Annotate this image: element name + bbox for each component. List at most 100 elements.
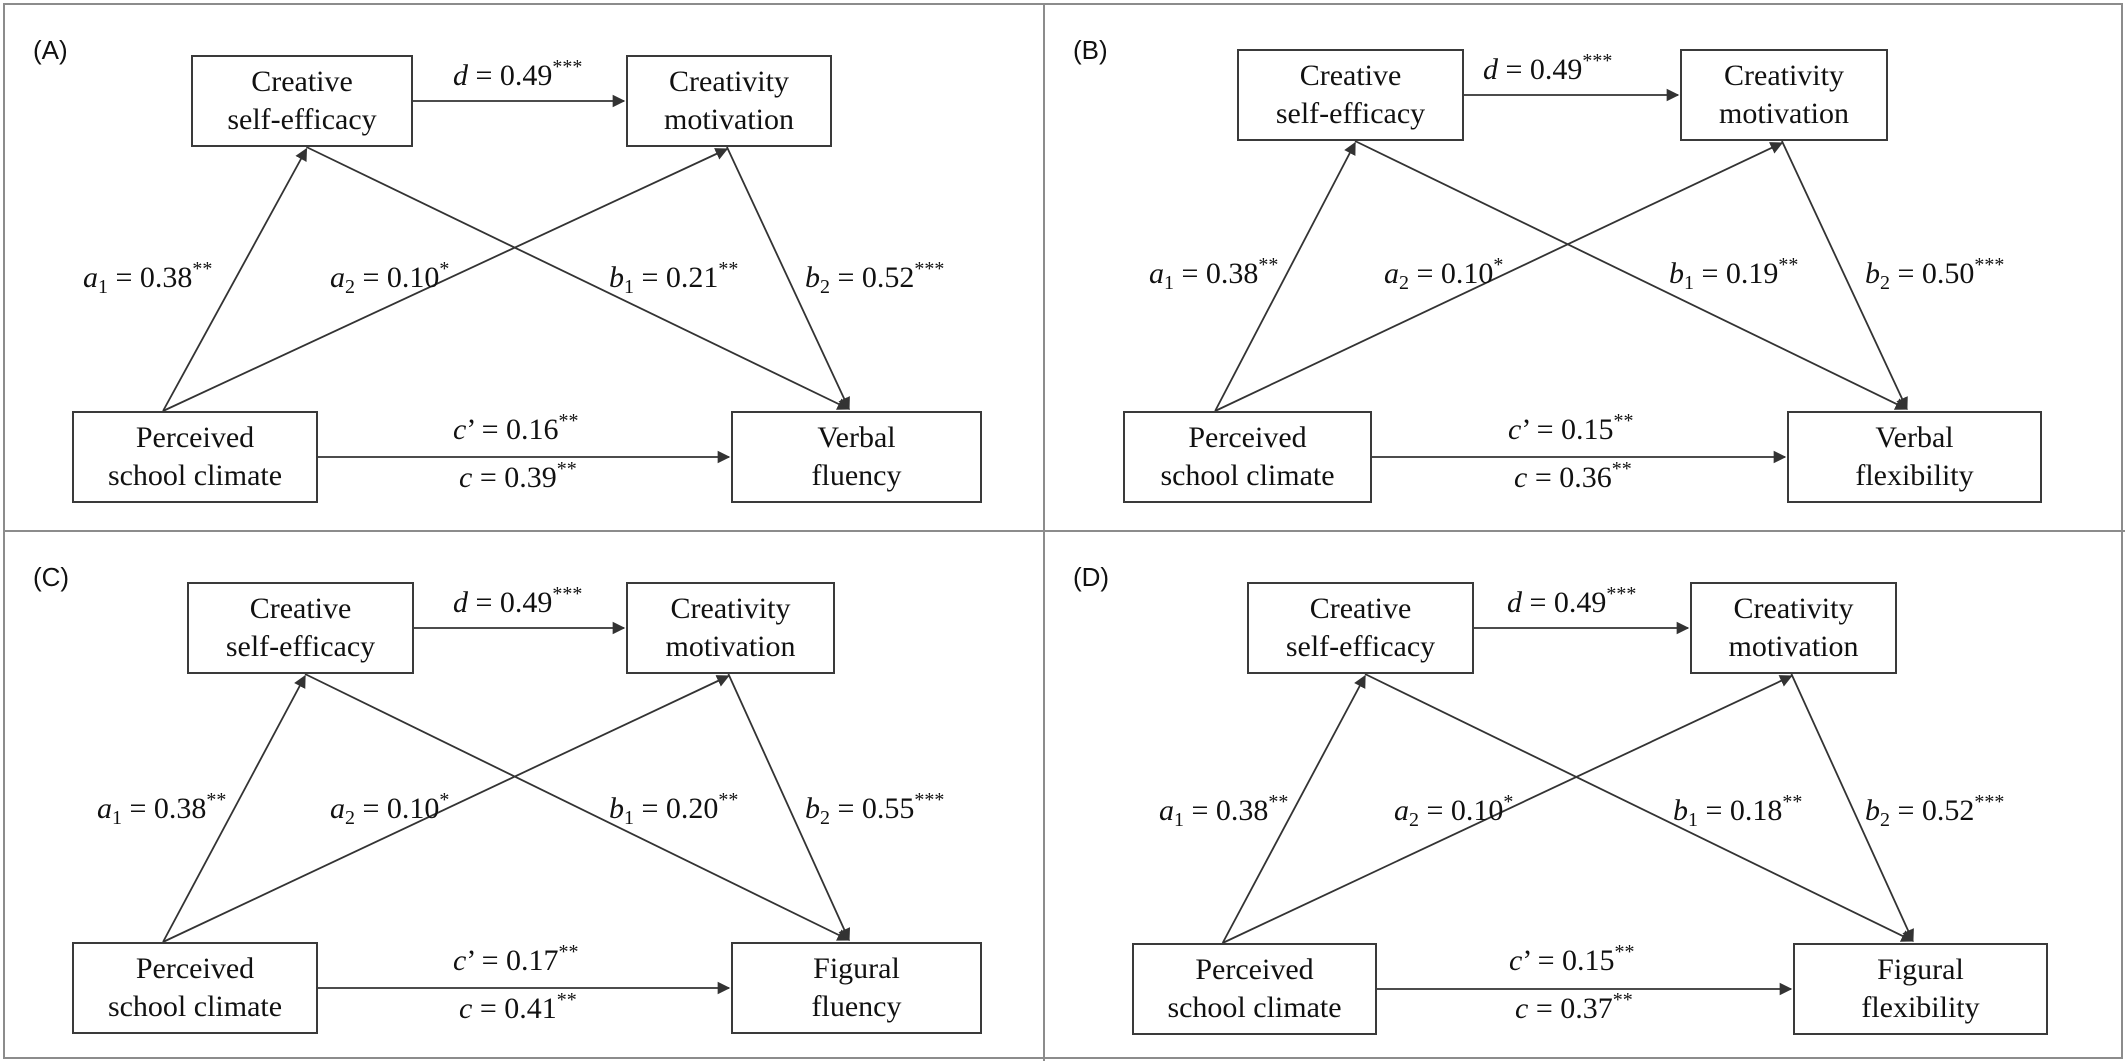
node-label-line: motivation (665, 630, 796, 663)
significance-stars: ** (558, 410, 579, 432)
node-label-line: Perceived (1195, 953, 1314, 986)
significance-stars: ** (718, 789, 739, 811)
arrow-b1 (304, 673, 851, 941)
equals-sign: ’ = (1522, 944, 1563, 977)
coef-value: 0.39 (504, 461, 557, 494)
significance-stars: *** (552, 56, 583, 78)
significance-stars: * (439, 789, 450, 811)
equals-sign: = (1890, 257, 1922, 290)
node-label-line: school climate (1160, 459, 1335, 492)
path-subscript: 2 (1409, 809, 1419, 831)
coef-c-prime: c’ = 0.15** (1508, 411, 1634, 447)
path-symbol: c (1515, 992, 1529, 1025)
path-symbol: d (1507, 586, 1522, 619)
equals-sign: = (1409, 257, 1441, 290)
node-label-line: school climate (107, 990, 283, 1023)
path-subscript: 2 (345, 807, 355, 829)
node-label-line: motivation (1728, 630, 1859, 663)
significance-stars: ** (1778, 254, 1799, 276)
node-label-line: Verbal (1875, 421, 1954, 454)
path-subscript: 1 (1174, 809, 1184, 831)
coef-value: 0.21 (665, 261, 719, 294)
path-symbol: a (1394, 794, 1409, 827)
path-symbol: a (330, 261, 345, 294)
node-label-line: self-efficacy (225, 630, 376, 663)
path-symbol: d (453, 586, 468, 619)
coef-value: 0.19 (1725, 257, 1779, 290)
path-symbol: c (459, 461, 473, 494)
path-symbol: a (1384, 257, 1399, 290)
path-symbol: a (1159, 794, 1174, 827)
path-arrows (162, 94, 851, 464)
coef-value: 0.41 (504, 992, 557, 1025)
equals-sign: = (634, 261, 666, 294)
node-label-line: Perceived (1188, 421, 1307, 454)
significance-stars: ** (192, 258, 213, 280)
equals-sign: = (1694, 257, 1726, 290)
arrow-b2 (1781, 140, 1908, 411)
coef-d: d = 0.49*** (1483, 51, 1612, 87)
path-subscript: 2 (1880, 272, 1890, 294)
equals-sign: = (1698, 794, 1730, 827)
arrow-a1 (1214, 141, 1356, 412)
coef-b2: b2 = 0.55*** (805, 789, 945, 828)
coef-value: 0.38 (139, 261, 193, 294)
coef-value: 0.38 (1215, 794, 1269, 827)
coef-value: 0.15 (1561, 413, 1614, 446)
node-label-line: self-efficacy (1285, 630, 1436, 663)
path-symbol: d (453, 59, 468, 92)
arrow-a2 (1214, 142, 1784, 412)
significance-stars: ** (1782, 791, 1803, 813)
arrow-a1 (162, 674, 306, 943)
arrow-b2 (726, 146, 850, 411)
path-symbol: c (1514, 461, 1528, 494)
node-label-line: fluency (811, 459, 902, 492)
equals-sign: ’ = (466, 944, 507, 977)
coef-b1: b1 = 0.21** (609, 258, 739, 297)
coef-d: d = 0.49*** (453, 56, 583, 93)
node-label-line: Perceived (135, 421, 255, 454)
equals-sign: = (472, 992, 505, 1025)
arrow-a2 (1222, 675, 1793, 944)
path-symbol: b (1673, 794, 1688, 827)
node-label-line: Creativity (1724, 59, 1844, 92)
coef-a2: a2 = 0.10* (330, 789, 450, 829)
coef-value: 0.49 (1529, 53, 1583, 86)
equals-sign: = (1528, 992, 1561, 1025)
significance-stars: ** (718, 258, 739, 280)
equals-sign: = (1527, 461, 1560, 494)
arrow-a1 (1221, 674, 1366, 944)
path-subscript: 2 (1880, 809, 1890, 831)
coef-value: 0.50 (1921, 257, 1975, 290)
node-label-line: fluency (811, 990, 902, 1023)
node-label-line: self-efficacy (227, 103, 377, 136)
equals-sign: ’ = (466, 413, 507, 446)
significance-stars: *** (914, 789, 945, 811)
equals-sign: = (108, 261, 140, 294)
significance-stars: *** (1606, 583, 1637, 605)
coef-value: 0.10 (1440, 257, 1494, 290)
equals-sign: = (468, 586, 500, 619)
coef-value: 0.15 (1562, 944, 1615, 977)
path-symbol: d (1483, 53, 1498, 86)
coef-c: c = 0.36** (1514, 459, 1632, 495)
node-label-line: motivation (1719, 97, 1849, 130)
path-subscript: 1 (1164, 272, 1174, 294)
equals-sign: = (355, 261, 387, 294)
coef-c: c = 0.37** (1515, 990, 1633, 1026)
arrow-b1 (1354, 140, 1908, 410)
arrow-b1 (1364, 673, 1914, 942)
significance-stars: *** (552, 583, 583, 605)
equals-sign: = (1419, 794, 1451, 827)
coef-a1: a1 = 0.38** (97, 790, 226, 828)
node-label-line: Figural (1877, 953, 1964, 986)
path-symbol: b (609, 792, 624, 825)
path-subscript: 1 (1688, 809, 1698, 831)
